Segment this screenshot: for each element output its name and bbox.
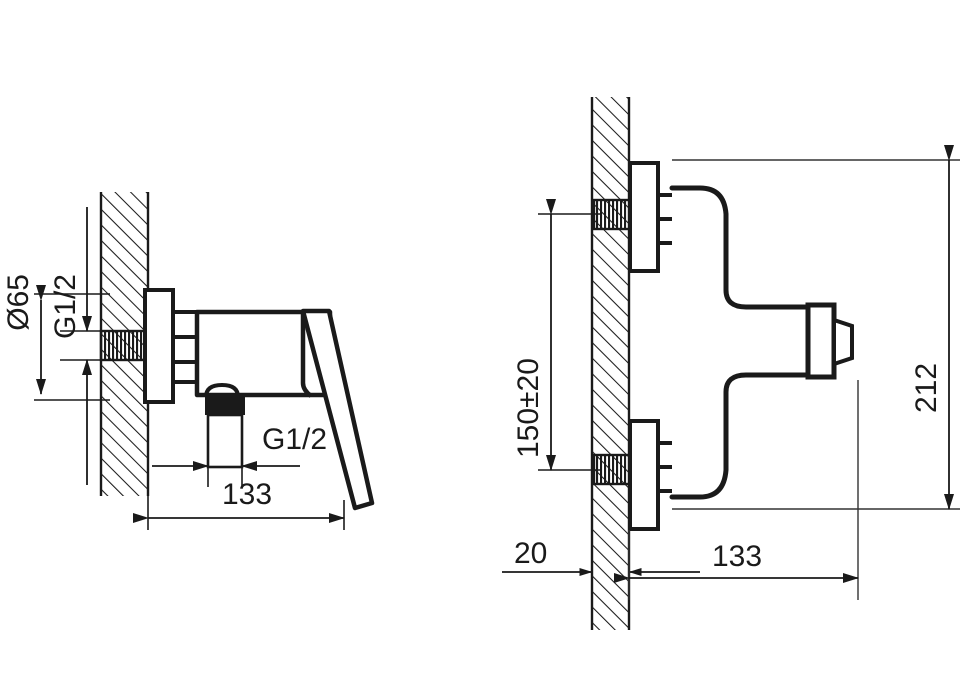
right-front-view: 150±20 212 20 133 — [502, 97, 960, 630]
inlet-thread-nipple-left — [99, 329, 147, 362]
dimension-label-height-212: 212 — [910, 363, 943, 413]
dimension-label-wall-thickness-20: 20 — [514, 537, 547, 570]
dimension-label-diameter-65: Ø65 — [2, 274, 35, 331]
connector-nut-left — [171, 310, 199, 384]
dimension-label-inlet-g12: G1/2 — [49, 274, 82, 339]
dimension-projection-133-right: 133 — [614, 380, 859, 600]
escutcheon-upper-right — [628, 161, 660, 273]
left-side-view: Ø65 G1/2 G1/2 133 — [2, 192, 375, 530]
outlet-nipple-right — [805, 302, 854, 380]
dimension-height-212: 212 — [672, 145, 960, 510]
dimension-outlet-g12: G1/2 — [152, 415, 327, 487]
inlet-thread-upper-right — [592, 198, 635, 231]
dimension-inlet-g12: G1/2 — [49, 207, 110, 485]
dimension-projection-133-left: 133 — [133, 420, 345, 530]
dimension-centre-distance-150: 150±20 — [512, 199, 600, 471]
lever-handle-left — [300, 308, 375, 511]
dimension-wall-thickness-20: 20 — [502, 537, 700, 576]
dimension-label-projection-133-left: 133 — [222, 478, 272, 511]
dimension-label-outlet-g12: G1/2 — [262, 423, 327, 456]
escutcheon-lower-right — [628, 419, 660, 531]
outlet-nipple-left — [204, 382, 245, 469]
dimension-label-centre-distance-150: 150±20 — [512, 358, 545, 458]
wall-section-right — [590, 97, 631, 630]
mixer-body-right — [669, 185, 813, 500]
dimension-diameter-65: Ø65 — [2, 274, 110, 401]
dimension-label-projection-133-right: 133 — [712, 540, 762, 573]
escutcheon-left — [143, 288, 175, 404]
